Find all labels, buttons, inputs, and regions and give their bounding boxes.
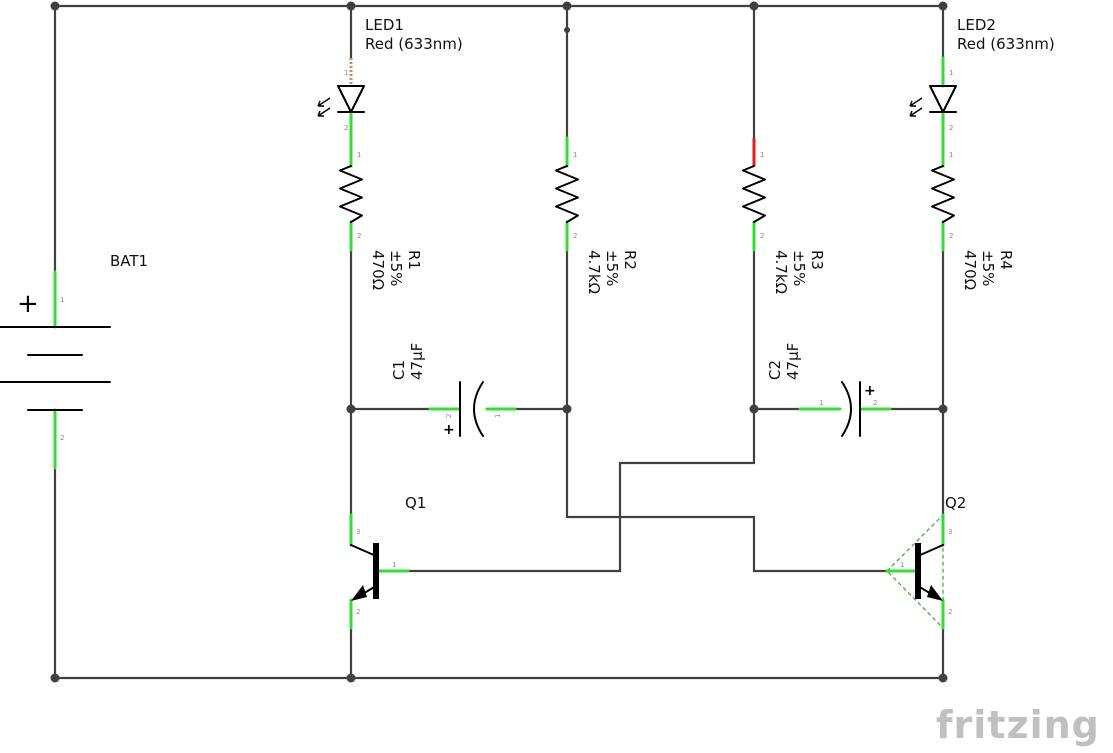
r3-label: R3 (808, 250, 826, 270)
junction-dot (749, 404, 759, 414)
led1-light-arrow-icon (317, 97, 331, 107)
pin-number: 2 (445, 414, 453, 418)
q2-collector-lead (917, 544, 944, 557)
c2-plate-curved (841, 381, 852, 437)
battery-bat1[interactable]: + 1 2 BAT1 (0, 252, 148, 470)
wires (53, 4, 945, 680)
pin-number: 2 (873, 399, 877, 407)
pin-number: 1 (900, 561, 904, 569)
junctions (50, 1, 948, 683)
r3-tolerance: ±5% (790, 250, 808, 286)
junction-dot (938, 404, 948, 414)
r1-value: 470Ω (369, 250, 387, 290)
transistor-q1[interactable]: 3 2 1 Q1 (349, 494, 426, 630)
pin-number: 1 (760, 151, 764, 159)
r2-zigzag-icon (555, 165, 579, 223)
r1-tolerance: ±5% (387, 250, 405, 286)
capacitor-c1[interactable]: + 2 1 C1 47µF (390, 343, 517, 438)
junction-dot (346, 1, 356, 11)
battery-plus-sign: + (17, 289, 39, 319)
led2-label: LED2 (957, 16, 996, 34)
pin-number: 2 (949, 124, 953, 132)
led2-color: Red (633nm) (957, 35, 1055, 53)
r1-zigzag-icon (339, 165, 363, 223)
junction-dot (562, 1, 572, 11)
r4-value: 470Ω (961, 250, 979, 290)
led2-light-arrow-icon (909, 97, 923, 107)
resistor-r4[interactable]: 1 2 R4 ±5% 470Ω (931, 136, 1015, 290)
r4-label: R4 (997, 250, 1015, 270)
led1-label: LED1 (365, 16, 404, 34)
c1-label: C1 (390, 360, 408, 380)
resistor-r3[interactable]: 1 2 R3 ±5% 4.7kΩ (742, 138, 826, 294)
r1-label: R1 (405, 250, 423, 270)
led2[interactable]: 1 2 LED2 Red (633nm) (909, 16, 1055, 140)
r4-zigzag-icon (931, 165, 955, 223)
junction-dot (562, 404, 572, 414)
pin-number: 2 (573, 232, 577, 240)
r2-label: R2 (621, 250, 639, 270)
c1-plate-curved (473, 381, 484, 437)
pin-number: 3 (356, 528, 360, 536)
led1-light-arrow-icon (317, 107, 331, 117)
led2-diode-icon (929, 85, 957, 113)
pin-number: 1 (949, 151, 953, 159)
pin-number: 2 (949, 232, 953, 240)
junction-dot (564, 27, 570, 33)
q1-label: Q1 (405, 494, 426, 512)
junction-dot (938, 1, 948, 11)
q2-selection-outline (886, 513, 944, 630)
c1-plus-sign: + (443, 422, 455, 438)
resistor-r2[interactable]: 1 2 R2 ±5% 4.7kΩ (555, 136, 639, 294)
wire-r2-bottom[interactable] (565, 248, 889, 573)
led1-diode-icon (337, 85, 365, 113)
led2-light-arrow-icon (909, 107, 923, 117)
pin-number: 1 (494, 414, 502, 418)
r2-value: 4.7kΩ (585, 250, 603, 294)
r3-zigzag-icon (742, 165, 766, 223)
pin-number: 2 (344, 124, 348, 132)
capacitor-c2[interactable]: + 1 2 C2 47µF (766, 343, 892, 437)
q1-collector-lead (350, 544, 377, 557)
pin-number: 1 (344, 69, 348, 77)
pin-number: 1 (392, 561, 396, 569)
pin-number: 2 (948, 608, 952, 616)
transistor-q2[interactable]: 3 2 1 Q2 (885, 494, 966, 630)
r3-value: 4.7kΩ (772, 250, 790, 294)
pin-number: 2 (356, 608, 360, 616)
q2-label: Q2 (945, 494, 966, 512)
pin-number: 1 (573, 151, 577, 159)
pin-number: 2 (357, 232, 361, 240)
led1-color: Red (633nm) (365, 35, 463, 53)
c2-value: 47µF (784, 343, 802, 380)
junction-dot (346, 404, 356, 414)
wire-r3-bottom[interactable] (406, 248, 756, 573)
c1-value: 47µF (408, 343, 426, 380)
pin-number: 2 (60, 434, 64, 442)
battery-label: BAT1 (110, 252, 148, 270)
junction-dot (938, 673, 948, 683)
c2-label: C2 (766, 360, 784, 380)
pin-number: 1 (949, 69, 953, 77)
pin-number: 1 (357, 151, 361, 159)
q1-emitter-arrow-icon (351, 585, 367, 601)
q2-emitter-arrow-icon (927, 585, 943, 601)
pin-number: 1 (60, 296, 64, 304)
junction-dot (50, 1, 60, 11)
led1[interactable]: 1 2 LED1 Red (633nm) (317, 16, 463, 140)
pin-number: 2 (760, 232, 764, 240)
fritzing-logo: fritzing (936, 703, 1100, 747)
junction-dot (749, 1, 759, 11)
pin-number: 3 (948, 528, 952, 536)
pin-number: 1 (819, 399, 823, 407)
r4-tolerance: ±5% (979, 250, 997, 286)
r2-tolerance: ±5% (603, 250, 621, 286)
junction-dot (50, 673, 60, 683)
junction-dot (346, 673, 356, 683)
c2-plus-sign: + (864, 383, 876, 399)
resistor-r1[interactable]: 1 2 R1 ±5% 470Ω (339, 136, 423, 290)
